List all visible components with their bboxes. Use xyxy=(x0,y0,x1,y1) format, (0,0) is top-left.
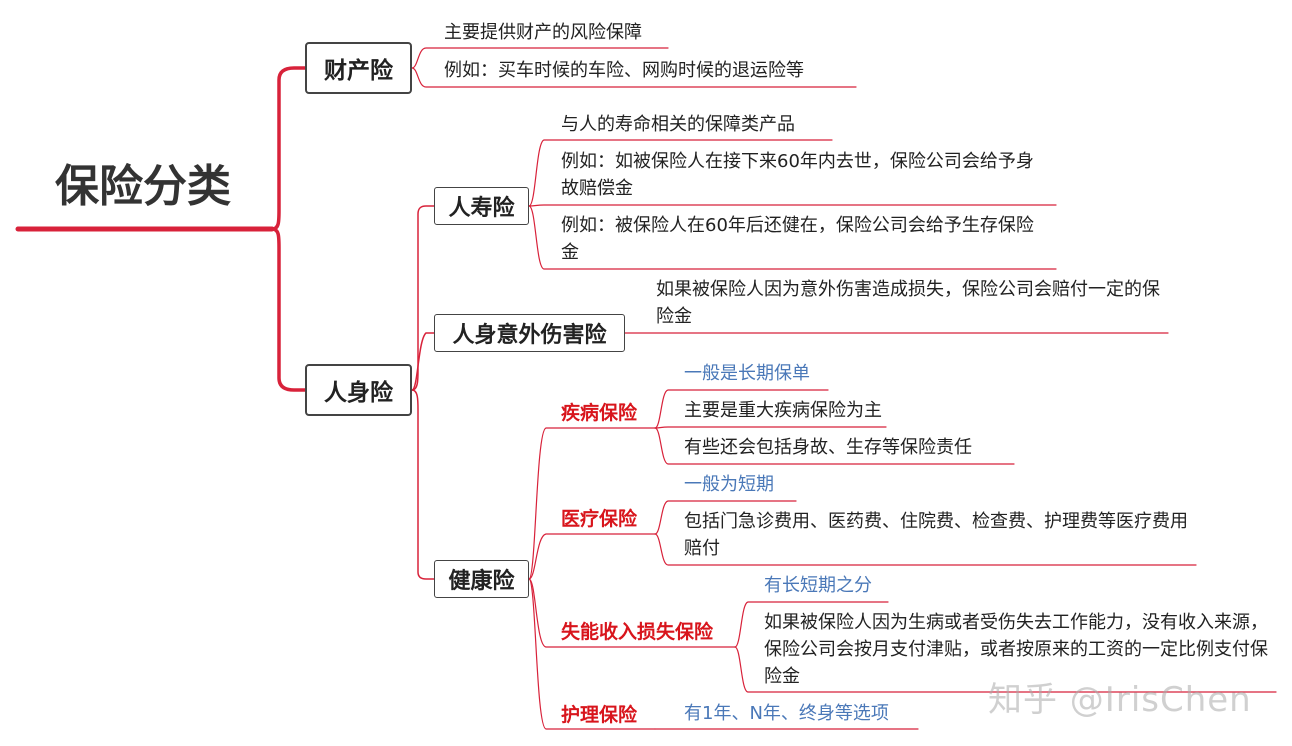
accident-item-1: 如果被保险人因为意外伤害造成损失，保险公司会赔付一定的保险金 xyxy=(656,279,1160,327)
sub-accident[interactable]: 人身意外伤害险 xyxy=(434,314,625,352)
disability-item-2: 如果被保险人因为生病或者受伤失去工作能力，没有收入来源，保险公司会按月支付津贴，… xyxy=(764,612,1268,687)
branch-personal[interactable]: 人身险 xyxy=(305,364,412,416)
life-item-2: 例如：如被保险人在接下来60年内去世，保险公司会给予身故赔偿金 xyxy=(561,151,1034,199)
sub-life[interactable]: 人寿险 xyxy=(434,187,529,225)
medical-item-1: 一般为短期 xyxy=(684,474,774,495)
branch-property[interactable]: 财产险 xyxy=(305,42,412,94)
life-item-1: 与人的寿命相关的保障类产品 xyxy=(561,114,795,135)
sub-health[interactable]: 健康险 xyxy=(434,560,529,598)
watermark: 知乎 @IrisChen xyxy=(988,680,1252,720)
disease-item-3: 有些还会包括身故、生存等保险责任 xyxy=(684,437,972,458)
property-item-2: 例如：买车时候的车险、网购时候的退运险等 xyxy=(444,60,804,81)
nursing-item-1: 有1年、N年、终身等选项 xyxy=(684,703,889,724)
disease-item-2: 主要是重大疾病保险为主 xyxy=(684,400,882,421)
property-item-1: 主要提供财产的风险保障 xyxy=(444,22,642,43)
disease-item-1: 一般是长期保单 xyxy=(684,363,810,384)
health-medical-label[interactable]: 医疗保险 xyxy=(561,508,638,530)
link-property xyxy=(270,66,307,231)
life-item-3: 例如：被保险人在60年后还健在，保险公司会给予生存保险金 xyxy=(561,215,1034,263)
health-nursing-label[interactable]: 护理保险 xyxy=(561,704,638,726)
medical-item-2: 包括门急诊费用、医药费、住院费、检查费、护理费等医疗费用赔付 xyxy=(684,511,1188,559)
health-disability-label[interactable]: 失能收入损失保险 xyxy=(561,621,714,643)
disability-item-1: 有长短期之分 xyxy=(764,575,872,596)
root-title: 保险分类 xyxy=(55,161,231,212)
link-personal xyxy=(270,227,307,392)
health-disease-label[interactable]: 疾病保险 xyxy=(561,402,638,424)
